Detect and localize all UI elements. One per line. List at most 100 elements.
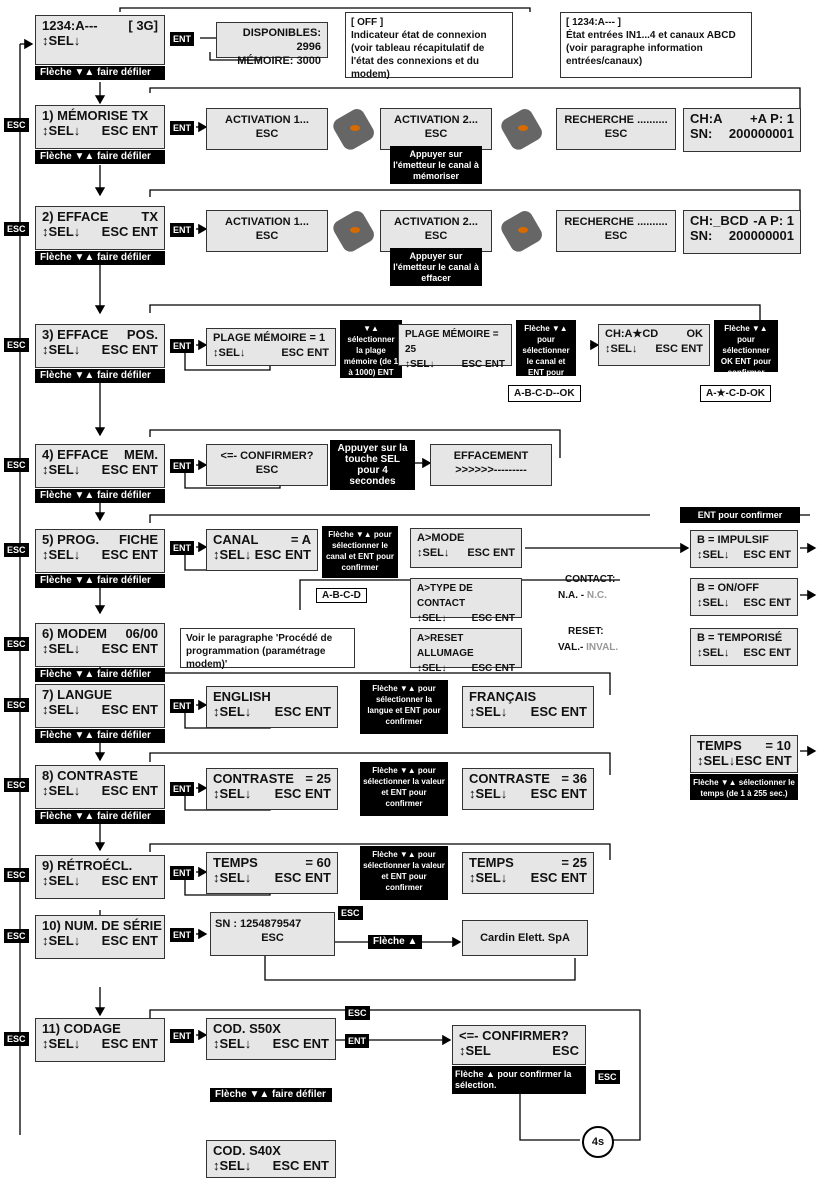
search-box: RECHERCHE ..........ESC bbox=[556, 210, 676, 252]
esc-ent-label: ESC ENT bbox=[655, 343, 703, 355]
erasing-label: EFFACEMENT bbox=[453, 450, 529, 462]
ent-key[interactable]: ENT bbox=[170, 928, 194, 942]
select-channel-note: Flèche ▼▲ pour sélectionner le canal et … bbox=[516, 320, 576, 388]
esc-key[interactable]: ESC bbox=[4, 778, 29, 792]
esc-key[interactable]: ESC bbox=[4, 222, 29, 236]
lcd-line2: ↕SEL↓ bbox=[42, 462, 81, 477]
ent-confirm-note: ENT pour confirmer bbox=[680, 507, 800, 523]
ent-key[interactable]: ENT bbox=[170, 121, 194, 135]
contrast-lcd-2: CONTRASTE= 36 ↕SEL↓ESC ENT bbox=[462, 768, 594, 810]
onoff-lcd: B = ON/OFF ↕SEL↓ESC ENT bbox=[690, 578, 798, 616]
esc-key[interactable]: ESC bbox=[4, 637, 29, 651]
esc-ent-label: ESC ENT bbox=[743, 549, 791, 561]
lcd-line2: ↕SEL↓ bbox=[42, 641, 81, 656]
lcd-line1: 10) NUM. DE SÉRIE bbox=[42, 918, 162, 933]
remote-control-icon bbox=[501, 109, 542, 150]
esc-key[interactable]: ESC bbox=[4, 458, 29, 472]
sel-label: ↕SEL↓ bbox=[213, 786, 252, 801]
ent-key[interactable]: ENT bbox=[170, 32, 194, 46]
temps-value: = 10 bbox=[765, 738, 791, 753]
esc-key[interactable]: ESC bbox=[595, 1070, 620, 1084]
menu-lcd-1[interactable]: 1) MÉMORISE TX ↕SEL↓ESC ENT bbox=[35, 105, 165, 149]
esc-ent-label: ESC ENT bbox=[274, 704, 331, 719]
search-label: RECHERCHE .......... bbox=[564, 216, 668, 228]
lcd-line2-right: ESC ENT bbox=[101, 783, 158, 798]
connection-note: [ OFF ] Indicateur état de connexion (vo… bbox=[345, 12, 513, 80]
time-label: TEMPS bbox=[213, 855, 258, 870]
esc-key[interactable]: ESC bbox=[345, 1006, 370, 1020]
lcd-line2-right: ESC ENT bbox=[101, 224, 158, 239]
menu-lcd-9[interactable]: 9) RÉTROÉCL. ↕SEL↓ESC ENT bbox=[35, 855, 165, 899]
ent-key[interactable]: ENT bbox=[345, 1034, 369, 1048]
backlight-lcd-1: TEMPS= 60 ↕SEL↓ESC ENT bbox=[206, 852, 338, 894]
esc-key[interactable]: ESC bbox=[4, 1032, 29, 1046]
reset-label-2: RESET: bbox=[568, 626, 604, 637]
serial-box: SN : 1254879547 ESC bbox=[210, 912, 335, 956]
sel-label: ↕SEL↓ bbox=[213, 1158, 252, 1173]
esc-key[interactable]: ESC bbox=[4, 118, 29, 132]
esc-key[interactable]: ESC bbox=[4, 698, 29, 712]
select-ok-note: Flèche ▼▲ pour sélectionner OK ENT pour … bbox=[714, 320, 778, 377]
lcd-line2-right: ESC ENT bbox=[101, 873, 158, 888]
progress-label: >>>>>>--------- bbox=[455, 464, 527, 476]
sel-label: ↕SEL↓ bbox=[469, 704, 508, 719]
esc-key[interactable]: ESC bbox=[338, 906, 363, 920]
select-language-note: Flèche ▼▲ pour sélectionner la langue et… bbox=[360, 680, 448, 734]
canal-lcd: CANAL= A ↕SEL↓ESC ENT bbox=[206, 529, 318, 571]
ent-key[interactable]: ENT bbox=[170, 866, 194, 880]
esc-key[interactable]: ESC bbox=[4, 543, 29, 557]
coding-value: S40X bbox=[249, 1143, 281, 1158]
esc-key[interactable]: ESC bbox=[4, 338, 29, 352]
contrast-value: = 25 bbox=[305, 771, 331, 786]
activation1-box: ACTIVATION 1...ESC bbox=[206, 210, 328, 252]
esc-key[interactable]: ESC bbox=[4, 868, 29, 882]
coding-label: COD. bbox=[213, 1021, 246, 1036]
ent-key[interactable]: ENT bbox=[170, 699, 194, 713]
ent-key[interactable]: ENT bbox=[170, 1029, 194, 1043]
ent-key[interactable]: ENT bbox=[170, 782, 194, 796]
channel-label: CH: bbox=[690, 213, 714, 228]
ent-key[interactable]: ENT bbox=[170, 541, 194, 555]
temps-lcd: TEMPS= 10 ↕SEL↓ESC ENT bbox=[690, 735, 798, 773]
serial-label: SN: bbox=[690, 228, 713, 243]
menu-lcd-10[interactable]: 10) NUM. DE SÉRIE ↕SEL↓ESC ENT bbox=[35, 915, 165, 959]
lcd-line1-right: 06/00 bbox=[125, 626, 158, 641]
sel-label: ↕SEL↓ bbox=[697, 647, 730, 659]
modem-note: Voir le paragraphe 'Procédé de programma… bbox=[180, 628, 355, 670]
time-label: TEMPS bbox=[469, 855, 514, 870]
esc-ent-label: ESC ENT bbox=[530, 786, 587, 801]
sel-label: ↕SEL↓ bbox=[697, 549, 730, 561]
esc-key[interactable]: ESC bbox=[4, 929, 29, 943]
contact-type-lcd: A>TYPE DE CONTACT ↕SEL↓ESC ENT bbox=[410, 578, 522, 624]
lcd-line2-right: ESC ENT bbox=[101, 702, 158, 717]
menu-lcd-11[interactable]: 11) CODAGE ↕SEL↓ESC ENT bbox=[35, 1018, 165, 1062]
serial-value: 200000001 bbox=[728, 126, 794, 141]
lcd-line2: ↕SEL↓ bbox=[42, 873, 81, 888]
sel-label: ↕SEL↓ bbox=[605, 343, 638, 355]
menu-lcd-7[interactable]: 7) LANGUE ↕SEL↓ESC ENT bbox=[35, 684, 165, 728]
esc-ent-label: ESC ENT bbox=[281, 347, 329, 359]
plage-lcd-25: PLAGE MÉMOIRE = 25 ↕SEL↓ESC ENT bbox=[398, 324, 512, 370]
sel-label: ↕SEL↓ bbox=[417, 613, 447, 624]
menu-lcd-5[interactable]: 5) PROG.FICHE ↕SEL↓ESC ENT bbox=[35, 529, 165, 573]
menu-lcd-8[interactable]: 8) CONTRASTE ↕SEL↓ESC ENT bbox=[35, 765, 165, 809]
sel-label: ↕SEL↓ bbox=[213, 704, 252, 719]
onoff-label: B = ON/OFF bbox=[697, 582, 760, 594]
plage-label: PLAGE MÉMOIRE = 1 bbox=[213, 332, 326, 344]
sel-label: ↕SEL↓ bbox=[469, 786, 508, 801]
sel-label: ↕SEL↓ bbox=[417, 547, 450, 559]
select-canal-note: Flèche ▼▲ pour sélectionner le canal et … bbox=[322, 526, 398, 578]
esc-ent-label: ESC ENT bbox=[272, 1036, 329, 1051]
esc-ent-label: ESC ENT bbox=[274, 870, 331, 885]
esc-ent-label: ESC ENT bbox=[254, 547, 311, 562]
ent-key[interactable]: ENT bbox=[170, 459, 194, 473]
lcd-line2-right: ESC ENT bbox=[101, 123, 158, 138]
select-value-note: Flèche ▼▲ pour sélectionner la valeur et… bbox=[360, 762, 448, 816]
ent-key[interactable]: ENT bbox=[170, 223, 194, 237]
remote-control-icon bbox=[501, 211, 542, 252]
ent-key[interactable]: ENT bbox=[170, 339, 194, 353]
